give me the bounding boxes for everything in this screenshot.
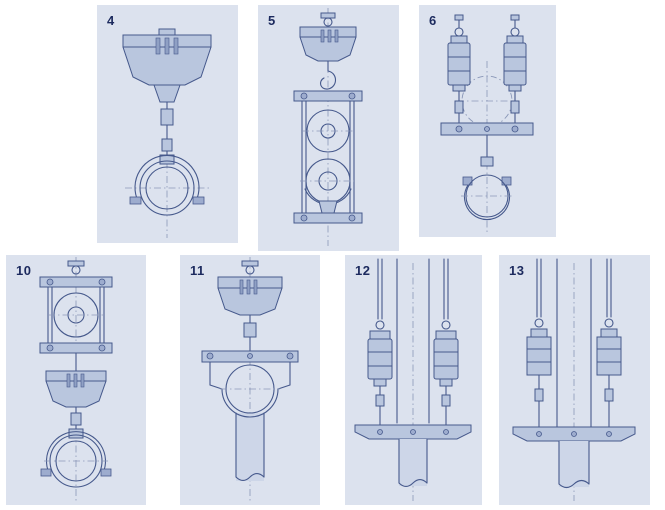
pipe-clamp bbox=[129, 154, 205, 216]
upper-pipe-section bbox=[302, 109, 354, 153]
pipe-sling bbox=[461, 134, 513, 221]
pipe-saddle bbox=[209, 361, 291, 418]
hanger-rods bbox=[536, 258, 612, 428]
support-beam bbox=[512, 426, 636, 442]
hanger-housing bbox=[45, 352, 107, 408]
panel-10: 10 bbox=[6, 255, 146, 505]
panel-10-label: 10 bbox=[16, 263, 32, 278]
hoist-unit bbox=[299, 12, 357, 90]
panel-11: 11 bbox=[180, 255, 320, 505]
hanger-rod bbox=[159, 101, 175, 165]
trapeze-frame bbox=[293, 90, 363, 224]
panel-5-label: 5 bbox=[268, 13, 276, 28]
fig-10-trapeze-over-hanger-and-clamp bbox=[39, 257, 113, 501]
pipe-clamp bbox=[40, 406, 112, 488]
panel-12-label: 12 bbox=[355, 263, 371, 278]
pipe-stub bbox=[558, 440, 590, 489]
panel-5: 5 bbox=[258, 5, 399, 251]
spring-can-left bbox=[367, 320, 393, 426]
fig-4-hanger-with-pipe-clamp bbox=[122, 28, 212, 238]
vertical-pipe bbox=[235, 412, 265, 482]
panel-6-label: 6 bbox=[429, 13, 437, 28]
panel-4-label: 4 bbox=[107, 13, 115, 28]
panel-6: 6 bbox=[419, 5, 556, 237]
top-eye bbox=[67, 260, 85, 275]
fig-6-twin-spring-hangers-with-sling bbox=[440, 14, 534, 233]
pipe-stub bbox=[398, 438, 428, 488]
fig-12-twin-spring-supports-with-beam bbox=[354, 258, 472, 501]
trapeze-frame bbox=[39, 276, 113, 354]
hanger-housing bbox=[122, 28, 212, 103]
cross-beam bbox=[201, 350, 299, 363]
panel-11-label: 11 bbox=[190, 263, 205, 278]
support-block-right bbox=[596, 318, 622, 428]
panel-4: 4 bbox=[97, 5, 238, 243]
support-beam bbox=[354, 424, 472, 440]
hanger-rods bbox=[377, 258, 449, 424]
panel-12: 12 bbox=[345, 255, 482, 505]
panel-13-label: 13 bbox=[509, 263, 525, 278]
spring-can-right bbox=[433, 320, 459, 426]
fig-13-twin-block-supports-with-beam bbox=[512, 258, 636, 501]
spring-can-left bbox=[447, 14, 471, 124]
support-block-left bbox=[526, 318, 552, 428]
fig-11-hanger-with-beam-and-pipe-saddle bbox=[201, 257, 299, 501]
hanger-housing bbox=[217, 260, 283, 352]
panel-13: 13 bbox=[499, 255, 650, 505]
fig-5-hoist-with-trapeze-frame bbox=[293, 8, 363, 246]
cross-beam bbox=[440, 122, 534, 136]
clamped-pipe-section bbox=[300, 158, 356, 214]
spring-can-right bbox=[503, 14, 527, 124]
